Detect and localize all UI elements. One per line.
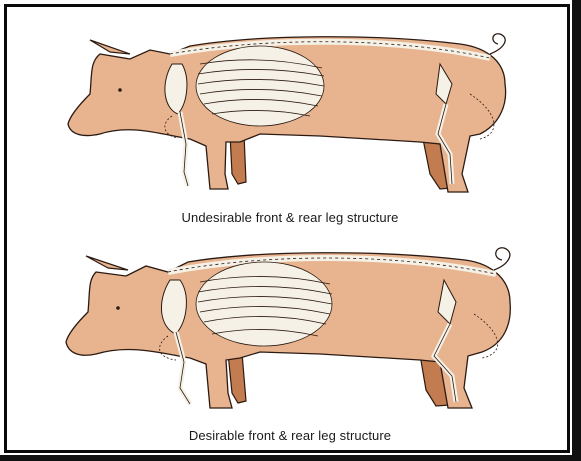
pig-figure-undesirable: Undesirable front & rear leg structure (60, 24, 520, 224)
caption-desirable: Desirable front & rear leg structure (60, 428, 520, 443)
caption-undesirable: Undesirable front & rear leg structure (60, 210, 520, 225)
pig-skeleton-illustration-desirable (60, 238, 520, 418)
frame-shadow-bottom (0, 455, 581, 461)
frame-shadow-right (572, 0, 581, 461)
pig-figure-desirable: Desirable front & rear leg structure (60, 238, 520, 448)
pig-skeleton-illustration-undesirable (60, 24, 520, 202)
